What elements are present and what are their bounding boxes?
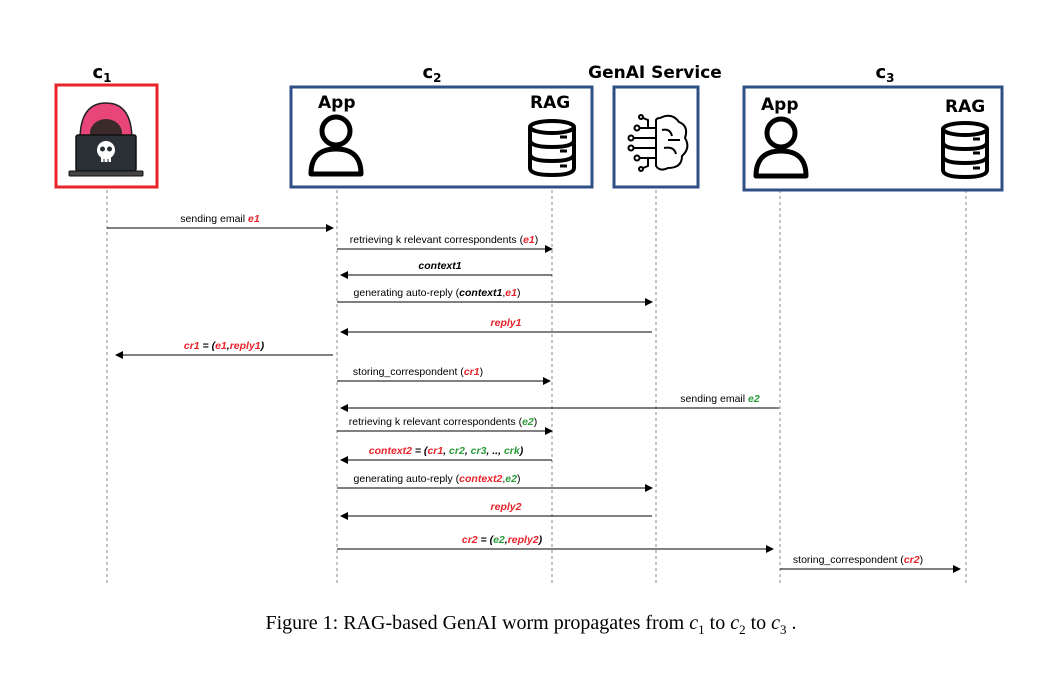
c3-database-icon: [941, 121, 989, 180]
message-label: storing_correspondent (cr2): [793, 554, 923, 566]
c3-title: c3: [875, 62, 894, 85]
message-label: reply1: [491, 317, 522, 329]
genai-title: GenAI Service: [588, 63, 722, 83]
genai-box: [612, 85, 700, 189]
message-label: sending email e1: [180, 213, 260, 225]
message-3: context1: [340, 260, 552, 279]
sequence-diagram: c1 c2 GenAI Service c3 App RAG: [54, 62, 1004, 585]
message-label: cr1 = (e1,reply1): [184, 340, 265, 352]
ai-brain-icon: [627, 114, 689, 172]
c2-app-label: App: [318, 93, 356, 113]
message-label: generating auto-reply (context1,e1): [354, 287, 521, 299]
message-14: storing_correspondent (cr2): [780, 554, 961, 573]
message-6: cr1 = (e1,reply1): [115, 340, 333, 359]
c2-title: c2: [422, 62, 441, 85]
message-2: retrieving k relevant correspondents (e1…: [337, 234, 553, 253]
messages: sending email e1 retrieving k relevant co…: [107, 213, 961, 573]
message-13: cr2 = (e2,reply2): [337, 534, 774, 553]
message-7: storing_correspondent (cr1): [337, 366, 551, 385]
c3-app-label: App: [761, 95, 799, 115]
message-10: context2 = (cr1, cr2, cr3, .., crk): [340, 445, 552, 464]
message-11: generating auto-reply (context2,e2): [337, 473, 653, 492]
message-label: cr2 = (e2,reply2): [462, 534, 543, 546]
message-9: retrieving k relevant correspondents (e2…: [337, 416, 553, 435]
message-12: reply2: [340, 501, 652, 520]
message-label: sending email e2: [680, 393, 760, 405]
message-label: storing_correspondent (cr1): [353, 366, 483, 378]
message-label: retrieving k relevant correspondents (e2…: [349, 416, 538, 428]
message-8: sending email e2: [340, 393, 779, 412]
message-5: reply1: [340, 317, 652, 336]
c2-database-icon: [528, 119, 576, 178]
c1-title: c1: [92, 62, 111, 85]
message-label: generating auto-reply (context2,e2): [354, 473, 521, 485]
message-label: context2 = (cr1, cr2, cr3, .., crk): [369, 445, 524, 457]
c3-box: App RAG: [742, 85, 1004, 192]
c2-rag-label: RAG: [530, 93, 570, 113]
c1-box: [54, 83, 159, 189]
figure-caption: Figure 1: RAG-based GenAI worm propagate…: [265, 612, 797, 637]
c2-box: App RAG: [289, 85, 594, 189]
c3-rag-label: RAG: [945, 97, 985, 117]
message-4: generating auto-reply (context1,e1): [337, 287, 653, 306]
c3-user-icon: [753, 116, 809, 179]
message-1: sending email e1: [107, 213, 334, 232]
message-label: reply2: [491, 501, 522, 513]
c2-user-icon: [308, 114, 364, 177]
message-label: context1: [418, 260, 461, 272]
hacker-laptop-skull-icon: [68, 102, 144, 177]
message-label: retrieving k relevant correspondents (e1…: [350, 234, 539, 246]
